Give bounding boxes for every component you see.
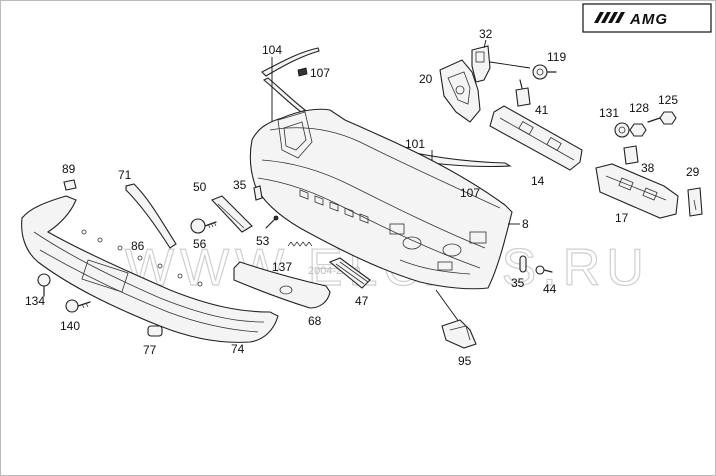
part-32-bracket (471, 45, 491, 83)
label-101: 101 (405, 137, 425, 151)
label-74: 74 (231, 342, 245, 356)
label-17: 17 (615, 211, 629, 225)
part-74-bumper-cover (21, 195, 279, 343)
label-77: 77 (143, 343, 157, 357)
label-86: 86 (131, 239, 145, 253)
label-95: 95 (458, 354, 472, 368)
label-41: 41 (535, 103, 549, 117)
part-131-washer (614, 122, 630, 138)
part-14-support-bar (489, 105, 583, 171)
label-8: 8 (522, 217, 529, 231)
part-134-screw (37, 273, 51, 297)
part-53-pin (265, 215, 279, 229)
leader-119-line (489, 61, 531, 69)
label-68: 68 (308, 314, 322, 328)
label-35b: 35 (511, 276, 525, 290)
label-137: 137 (272, 260, 292, 274)
label-128: 128 (629, 101, 649, 115)
part-50-insert (211, 195, 253, 233)
label-47: 47 (355, 294, 369, 308)
part-38-clip (623, 145, 639, 165)
part-137-spring-clip (287, 241, 313, 247)
part-68-lower-trim (233, 261, 331, 309)
label-50: 50 (193, 180, 207, 194)
label-89: 89 (62, 162, 76, 176)
label-140: 140 (60, 319, 80, 333)
part-125-bolt (647, 111, 677, 125)
part-128-nut (629, 123, 647, 137)
part-47-grille-insert (328, 257, 371, 289)
part-140-screw (65, 299, 91, 313)
label-107a: 107 (310, 66, 330, 80)
part-35-clip-lower (519, 255, 527, 273)
label-20: 20 (419, 72, 433, 86)
part-107-clip-top (297, 67, 308, 77)
label-107b: 107 (460, 186, 480, 200)
label-104: 104 (262, 43, 282, 57)
amg-stripes-icon (594, 12, 625, 23)
leader-32 (483, 39, 487, 49)
label-134: 134 (25, 294, 45, 308)
amg-logo-text: AMG (629, 11, 668, 28)
part-77-plug (147, 325, 163, 337)
label-131: 131 (599, 106, 619, 120)
leader-95 (435, 289, 463, 327)
part-20-mount-bracket (439, 59, 481, 123)
part-71-86-side-strip (125, 183, 177, 249)
part-8-front-bumper (249, 108, 513, 290)
part-119-bolt (532, 64, 557, 80)
label-38: 38 (641, 161, 655, 175)
part-35-clip-upper (253, 185, 263, 201)
part-95-lower-bracket (441, 319, 477, 349)
label-53: 53 (256, 234, 270, 248)
part-56-screw (190, 218, 217, 234)
label-119: 119 (547, 50, 566, 64)
amg-logo: AMG (582, 3, 712, 33)
part-104-trim-strip (261, 47, 320, 113)
label-14: 14 (531, 174, 545, 188)
label-125: 125 (658, 93, 678, 107)
label-32: 32 (479, 27, 493, 41)
part-29-small-bracket (687, 187, 703, 217)
part-89-clip (63, 179, 77, 191)
label-56: 56 (193, 237, 207, 251)
label-71: 71 (118, 168, 132, 182)
label-29: 29 (686, 165, 700, 179)
label-35a: 35 (233, 178, 247, 192)
part-44-screw (535, 265, 553, 275)
part-41-clip (515, 79, 531, 107)
label-44: 44 (543, 282, 557, 296)
part-17-absorber (595, 163, 679, 219)
